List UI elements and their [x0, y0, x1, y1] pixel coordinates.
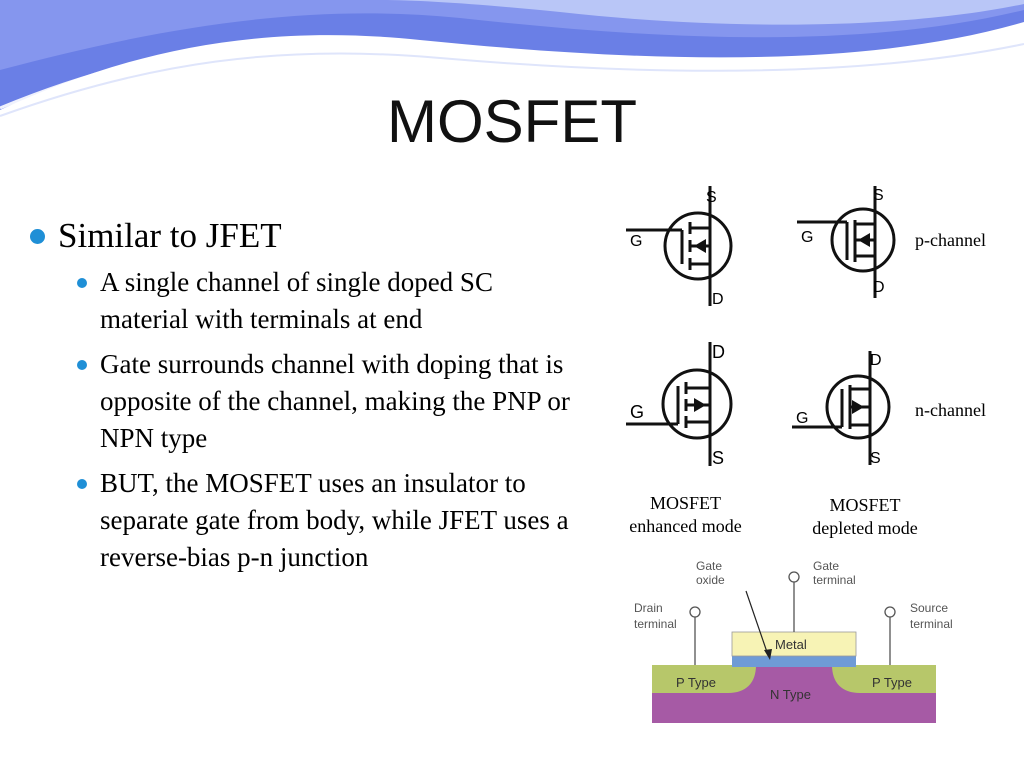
- source-terminal-label: Source: [910, 601, 948, 615]
- gate-label: G: [801, 229, 813, 246]
- gate-terminal-label: terminal: [813, 573, 856, 587]
- slide-title: MOSFET: [387, 88, 637, 155]
- source-terminal-label: terminal: [910, 617, 953, 631]
- drain-label: D: [870, 352, 882, 369]
- n-channel-label: n-channel: [915, 400, 986, 420]
- drain-label: D: [712, 291, 724, 308]
- mosfet-p-enhanced-symbol: S G D: [626, 186, 733, 308]
- drain-label: D: [712, 342, 725, 362]
- caption-depleted-mode: MOSFET depleted mode: [790, 494, 940, 540]
- bullet-level2: BUT, the MOSFET uses an insulator to sep…: [77, 465, 586, 576]
- gate-terminal-icon: [788, 571, 800, 583]
- source-label: S: [712, 448, 724, 468]
- p-channel-label: p-channel: [915, 230, 986, 250]
- bullet-list: Similar to JFET A single channel of sing…: [30, 214, 590, 584]
- caption-enhanced-line2: enhanced mode: [629, 516, 742, 536]
- arrow-icon: [764, 649, 772, 660]
- gate-oxide-label: Gate: [696, 559, 722, 573]
- bullet-level2: Gate surrounds channel with doping that …: [77, 346, 586, 457]
- drain-terminal-label: Drain: [634, 601, 663, 615]
- gate-label: G: [630, 402, 644, 422]
- source-terminal-icon: [884, 606, 896, 618]
- caption-enhanced-mode: MOSFET enhanced mode: [608, 492, 763, 538]
- drain-label: D: [873, 279, 885, 296]
- gate-label: G: [796, 410, 808, 427]
- caption-depleted-line1: MOSFET: [829, 495, 901, 515]
- source-label: S: [706, 189, 717, 206]
- caption-depleted-line2: depleted mode: [812, 518, 918, 538]
- mosfet-n-depleted-symbol: D G S: [792, 351, 891, 467]
- header-wave-decoration: [0, 0, 1024, 117]
- mosfet-cross-section-diagram: Gate oxide Gate terminal Drain terminal …: [634, 559, 953, 723]
- metal-label: Metal: [775, 637, 807, 652]
- mosfet-n-enhanced-symbol: D G S: [626, 342, 733, 468]
- gate-oxide-label: oxide: [696, 573, 725, 587]
- bullet-level2: A single channel of single doped SC mate…: [77, 264, 586, 338]
- drain-terminal-icon: [689, 606, 701, 618]
- p-type-right-label: P Type: [872, 675, 912, 690]
- caption-enhanced-line1: MOSFET: [649, 493, 721, 513]
- gate-terminal-label: Gate: [813, 559, 839, 573]
- source-label: S: [870, 450, 881, 467]
- bullet-level1: Similar to JFET: [30, 214, 590, 258]
- drain-terminal-label: terminal: [634, 617, 677, 631]
- p-type-left-label: P Type: [676, 675, 716, 690]
- p-type-region-left: [652, 665, 756, 693]
- source-label: S: [873, 187, 884, 204]
- gate-oxide-layer: [732, 656, 856, 667]
- p-type-region-right: [832, 665, 936, 693]
- mosfet-p-depleted-symbol: S G D: [797, 186, 896, 298]
- n-type-label: N Type: [770, 687, 811, 702]
- gate-label: G: [630, 233, 642, 250]
